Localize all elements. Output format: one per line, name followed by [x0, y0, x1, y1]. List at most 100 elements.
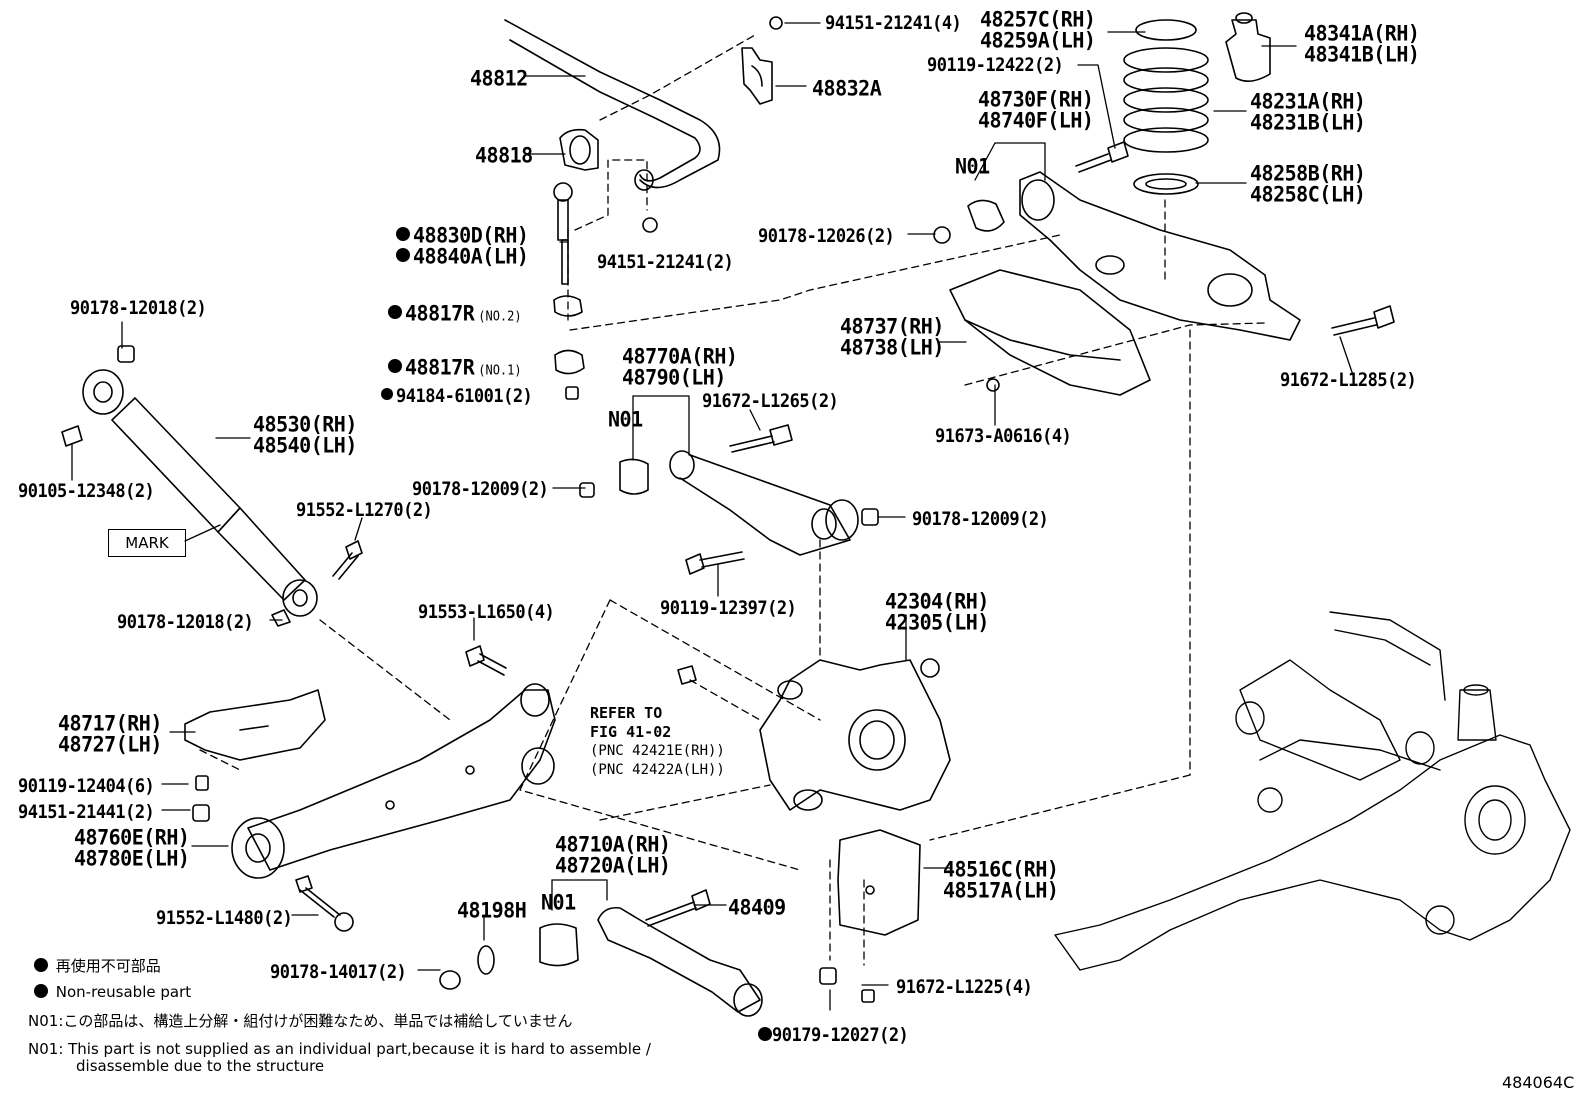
nonreusable-dot-icon — [34, 958, 48, 972]
part-number-48540: 48540(LH) — [253, 431, 357, 458]
part-number-90178-12009-right: 90178-12009(2) — [912, 509, 1049, 531]
part-number-48341A: 48341A(RH) — [1304, 19, 1420, 46]
part-number-48198H: 48198H — [457, 896, 527, 923]
part-number-94184-61001: 94184-61001(2) — [396, 386, 533, 408]
bolt-91553-L1650 — [465, 645, 507, 676]
refer-to-line: REFER TO — [590, 704, 663, 722]
part-number-90178-12009-left: 90178-12009(2) — [412, 479, 549, 501]
part-number-48830D: 48830D(RH) — [413, 221, 529, 248]
axle-carrier-42304 — [759, 658, 951, 811]
part-number-90119-12422: 90119-12422(2) — [927, 55, 1064, 77]
part-number-48812: 48812 — [470, 64, 528, 91]
bolt-91552-L1270 — [332, 540, 363, 580]
part-number-48817R-no2: 48817R(NO.2) — [405, 302, 522, 327]
bolt-90119-12397 — [685, 551, 745, 575]
n01-note-jp-prefix: N01 — [28, 1012, 59, 1030]
stabilizer-link-48830D — [553, 182, 585, 400]
part-number-90178-12018-top: 90178-12018(2) — [70, 298, 207, 320]
part-number-48259A: 48259A(LH) — [980, 26, 1096, 53]
bracket-48516C — [837, 829, 921, 936]
stabilizer-bracket-48832A — [741, 47, 773, 105]
lateral-arm-48770A — [619, 450, 859, 556]
part-number-48257C: 48257C(RH) — [980, 5, 1096, 32]
bump-stopper-48341 — [1225, 12, 1271, 82]
part-number-48258C: 48258C(LH) — [1250, 180, 1366, 207]
legend-nonreusable-jp: 再使用不可部品 — [34, 958, 161, 975]
stabilizer-bar-48812 — [504, 19, 721, 191]
legend-nonreusable-en: Non-reusable part — [34, 984, 191, 1001]
trailing-arm-48760E — [231, 683, 556, 879]
part-number-48740F: 48740F(LH) — [978, 106, 1094, 133]
stabilizer-bushing-48818 — [559, 128, 599, 171]
part-number-48817R-no1: 48817R(NO.1) — [405, 356, 522, 381]
part-number-48258B: 48258B(RH) — [1250, 159, 1366, 186]
part-number-48817R-no2-code: 48817R — [405, 299, 475, 326]
part-number-90179-12027: 90179-12027(2) — [772, 1025, 909, 1047]
part-number-90178-14017: 90178-14017(2) — [270, 962, 407, 984]
part-number-42304: 42304(RH) — [885, 587, 989, 614]
part-number-91552-L1480: 91552-L1480(2) — [156, 908, 293, 930]
part-number-48770A: 48770A(RH) — [622, 342, 738, 369]
part-number-48727: 48727(LH) — [58, 730, 162, 757]
n01-note-en: N01: This part is not supplied as an ind… — [28, 1041, 651, 1058]
part-number-48818: 48818 — [475, 141, 533, 168]
part-number-94151-21241-4: 94151-21241(4) — [825, 13, 962, 35]
nut-small-top — [642, 16, 783, 233]
part-number-90119-12397: 90119-12397(2) — [660, 598, 797, 620]
nonreusable-dot-icon — [34, 984, 48, 998]
part-number-48817R-no1-suffix: (NO.1) — [478, 362, 522, 378]
part-number-94151-21241-2: 94151-21241(2) — [597, 252, 734, 274]
part-number-48817R-no2-suffix: (NO.2) — [478, 308, 522, 324]
part-number-48231A: 48231A(RH) — [1250, 87, 1366, 114]
refer-fig-line: FIG 41-02 — [590, 723, 672, 741]
mark-label-box: MARK — [108, 529, 186, 557]
part-number-91672-L1285: 91672-L1285(2) — [1280, 370, 1417, 392]
refer-pnc-lh: (PNC 42422A(LH)) — [590, 762, 725, 778]
part-number-90178-12018-bottom: 90178-12018(2) — [117, 612, 254, 634]
legend-nonreusable-en-text: Non-reusable part — [55, 983, 192, 1001]
part-number-48231B: 48231B(LH) — [1250, 108, 1366, 135]
nuts-90178-12009 — [579, 482, 879, 526]
n01-note-jp: N01:この部品は、構造上分解・組付けが困難なため、単品では補給していません — [28, 1013, 572, 1030]
part-number-91552-L1270: 91552-L1270(2) — [296, 500, 433, 522]
part-number-48710A: 48710A(RH) — [555, 830, 671, 857]
figure-code: 484064C — [1502, 1073, 1575, 1092]
n01-note-jp-text: :この部品は、構造上分解・組付けが困難なため、単品では補給していません — [58, 1012, 573, 1030]
rear-suspension-member-48730F — [933, 171, 1301, 341]
part-number-48516C: 48516C(RH) — [943, 855, 1059, 882]
leader-lines — [71, 22, 1355, 1011]
part-number-42305: 42305(LH) — [885, 608, 989, 635]
part-number-48517A: 48517A(LH) — [943, 876, 1059, 903]
lower-arm-48710A — [439, 906, 875, 1017]
part-number-48780E: 48780E(LH) — [74, 844, 190, 871]
bolt-91552-L1480 — [295, 875, 354, 932]
coil-spring-48231 — [1123, 19, 1209, 195]
part-number-91672-L1225: 91672-L1225(4) — [896, 977, 1033, 999]
n01-marker-upper-arm: N01 — [955, 152, 990, 179]
refer-pnc-rh: (PNC 42421E(RH)) — [590, 743, 725, 759]
part-number-48341B: 48341B(LH) — [1304, 40, 1420, 67]
bolt-91672-L1265 — [729, 424, 793, 453]
assembled-view — [1054, 611, 1571, 971]
n01-marker-lower-arm: N01 — [541, 888, 576, 915]
bracket-48737 — [949, 269, 1151, 396]
part-number-48720A: 48720A(LH) — [555, 851, 671, 878]
n01-note-en-prefix: N01 — [28, 1040, 59, 1058]
part-number-48737: 48737(RH) — [840, 312, 944, 339]
bolt-91672-L1285 — [1331, 305, 1395, 336]
reference-dot-markers — [381, 227, 772, 1041]
part-number-48832A: 48832A — [812, 74, 882, 101]
bolt-90119-12422 — [1075, 141, 1129, 173]
bracket-48717 — [184, 689, 326, 761]
part-number-48717: 48717(RH) — [58, 709, 162, 736]
bolts-small-left — [192, 665, 697, 822]
n01-note-en-line1: : This part is not supplied as an indivi… — [58, 1040, 651, 1058]
part-number-90105-12348: 90105-12348(2) — [18, 481, 155, 503]
part-number-48760E: 48760E(RH) — [74, 823, 190, 850]
part-number-48409: 48409 — [728, 893, 786, 920]
n01-marker-lateral-arm: N01 — [608, 405, 643, 432]
part-number-91553-L1650: 91553-L1650(4) — [418, 602, 555, 624]
part-number-90178-12026: 90178-12026(2) — [758, 226, 895, 248]
part-number-48530: 48530(RH) — [253, 410, 357, 437]
